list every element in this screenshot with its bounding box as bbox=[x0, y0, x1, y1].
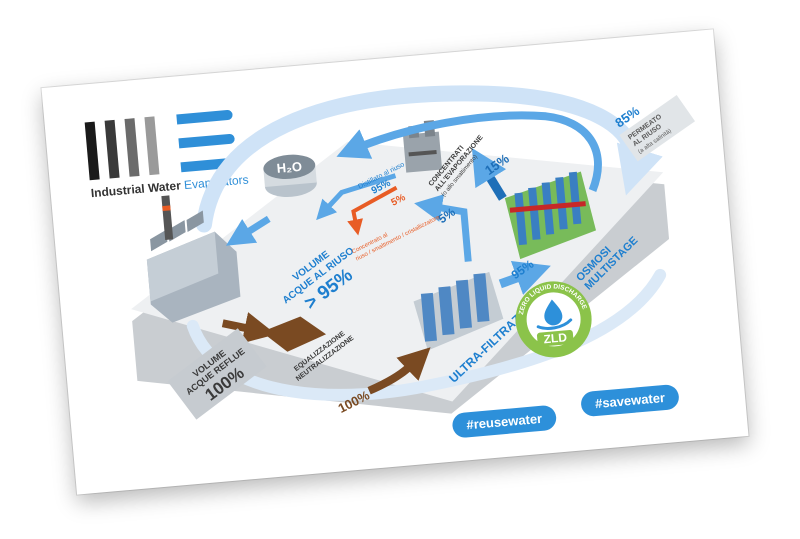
recycle-loop bbox=[196, 85, 663, 233]
distillate-arrow bbox=[316, 173, 397, 221]
zld-badge: ZERO LIQUID DISCHARGE ZLD bbox=[516, 280, 592, 358]
osmosis-unit-icon bbox=[504, 171, 597, 260]
concentrate-arrow bbox=[471, 147, 507, 201]
reject-arrow bbox=[414, 194, 472, 262]
process-diagram: H₂O bbox=[131, 85, 696, 420]
tank-to-factory-arrow bbox=[225, 215, 271, 246]
feed-arrow bbox=[367, 347, 431, 395]
equalization-basin bbox=[261, 316, 327, 352]
hand-water-drop-icon bbox=[536, 299, 573, 330]
volume-reflue-plate: VOLUME ACQUE REFLUE 100% bbox=[167, 328, 267, 420]
residue-arrow bbox=[347, 185, 398, 236]
h2o-label: H₂O bbox=[276, 159, 302, 176]
ultrafiltration-unit-icon bbox=[413, 271, 504, 351]
inflow-arrow bbox=[221, 312, 277, 344]
permeate-arrow bbox=[336, 111, 602, 192]
uf-to-osmosis-arrow bbox=[498, 260, 551, 295]
factory-icon bbox=[146, 195, 241, 323]
permeate-label: 85% PERMEATO AL RIUSO (a alta salinità) bbox=[612, 95, 696, 162]
water-tank-icon: H₂O bbox=[263, 154, 317, 197]
infographic-card: Industrial Water Evaporators bbox=[41, 29, 749, 495]
zld-code: ZLD bbox=[543, 330, 568, 346]
